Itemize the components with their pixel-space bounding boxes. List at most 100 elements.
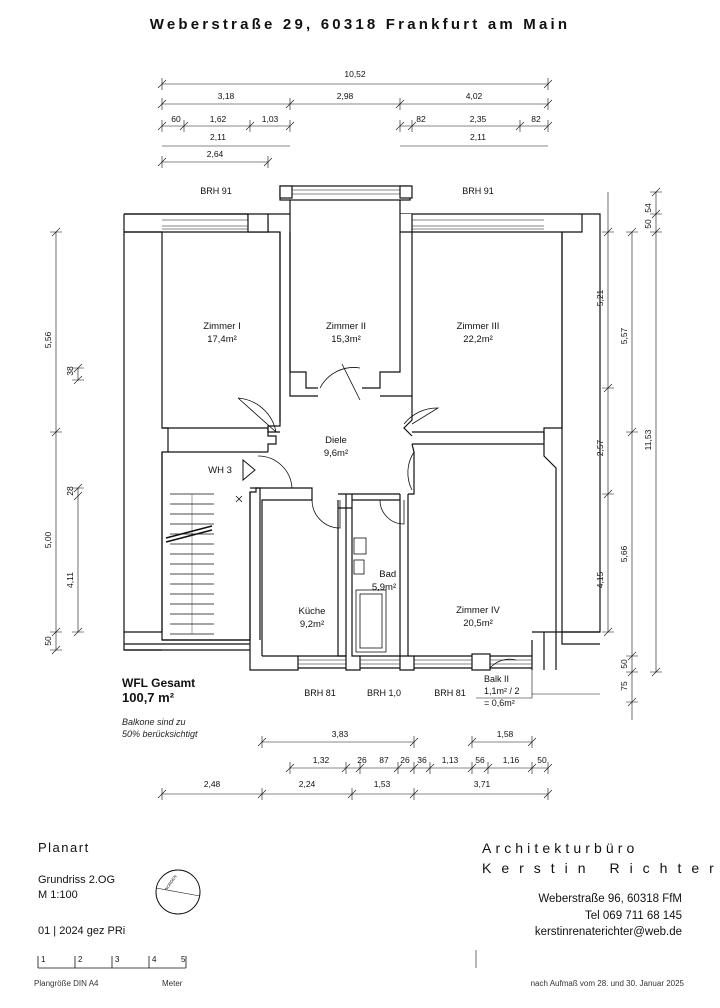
dim-left-d: 28 [65, 486, 75, 496]
top-wall-right [400, 213, 582, 233]
dim-left-f: 50 [43, 636, 53, 646]
room-zimmer2-name: Zimmer II [325, 321, 367, 332]
dim-right-a: 54 [643, 203, 653, 213]
dim-bottom-e: 87 [379, 755, 389, 765]
staircase [165, 493, 214, 635]
zimmer2-zimmer3-wall [362, 232, 413, 397]
dim-bottom-d: 26 [357, 755, 367, 765]
door-zimmer4 [407, 451, 415, 491]
legend-version: 01 | 2024 gez PRi [38, 925, 126, 937]
door-zimmer2 [319, 363, 361, 401]
brh-top-right: BRH 91 [462, 186, 494, 196]
wfl-note-line2: 50% berücksichtigt [122, 729, 198, 739]
office-line1: Architekturbüro [482, 840, 639, 856]
dim-bottom-i: 56 [475, 755, 485, 765]
room-bad: Bad 5,9m² [372, 568, 396, 594]
wfl-value: 100,7 m² [122, 690, 175, 705]
dim-bottom-c: 1,32 [312, 755, 330, 765]
room-kueche-area: 9,2m² [299, 619, 325, 630]
room-zimmer4-area: 20,5m² [463, 618, 493, 629]
dim-bottom-l: 2,48 [203, 779, 221, 789]
dim-top-e: 1,62 [209, 114, 227, 124]
dim-bottom-b: 1,58 [496, 729, 514, 739]
legend-geschoss: Grundriss 2.OG [38, 874, 116, 886]
windows [162, 189, 600, 699]
room-zimmer2-area: 15,3m² [331, 334, 361, 345]
room-diele-name: Diele [325, 435, 347, 446]
zimmer1-bottom-wall [162, 427, 268, 453]
dim-top-k: 2,11 [470, 132, 486, 142]
dim-left-a: 5,56 [43, 331, 53, 349]
room-bad-area: 5,9m² [371, 582, 397, 593]
scale-tick-5: 5 [181, 955, 186, 964]
door-wh3 [257, 455, 293, 489]
room-zimmer2: Zimmer II 15,3m² [326, 320, 366, 346]
window-zimmer2 [279, 185, 411, 201]
room-zimmer3-area: 22,2m² [463, 334, 493, 345]
dim-right-e: 11,53 [643, 429, 653, 451]
room-balkon-area2: = 0,6m² [484, 698, 515, 708]
kueche-walls [249, 487, 313, 671]
dim-right-c: 5,21 [595, 289, 605, 307]
room-zimmer1-area: 17,4m² [207, 334, 237, 345]
dim-top-f: 1,03 [261, 114, 279, 124]
wh3-symbol [242, 458, 256, 482]
page-title: Weberstraße 29, 60318 Frankfurt am Main [149, 16, 571, 33]
sink-icon [353, 537, 367, 555]
office-survey: nach Aufmaß vom 28. und 30. Januar 2025 [530, 979, 684, 988]
dim-bottom-h: 1,13 [441, 755, 459, 765]
dim-bottom-m: 2,24 [298, 779, 316, 789]
dim-bottom-k: 50 [537, 755, 547, 765]
scale-tick-2: 2 [78, 955, 83, 964]
room-zimmer4-name: Zimmer IV [456, 605, 500, 616]
brh-bottom-2: BRH 1,0 [366, 688, 402, 698]
dim-top-c: 4,02 [465, 91, 483, 101]
office-line2: Kerstin Richter [482, 860, 720, 876]
north-arrow-icon [155, 869, 201, 915]
zimmer3-bottom-wall [412, 431, 544, 445]
scale-bar [37, 956, 187, 969]
dim-top-b: 2,98 [336, 91, 354, 101]
dim-top-a: 3,18 [217, 91, 235, 101]
legend-meter: Meter [162, 979, 183, 988]
office-address: Weberstraße 96, 60318 FfM [538, 893, 682, 905]
dim-right-g: 5,66 [619, 545, 629, 563]
dim-bottom-f: 26 [400, 755, 410, 765]
dim-top-h: 2,35 [469, 114, 487, 124]
room-kueche-name: Küche [298, 606, 326, 617]
dim-bottom-o: 3,71 [473, 779, 491, 789]
legend-planart: Planart [38, 840, 90, 855]
legend-massstab: M 1:100 [38, 889, 78, 901]
dim-top-g: 82 [416, 114, 426, 124]
brh-top-left: BRH 91 [200, 186, 232, 196]
dim-top-i: 82 [531, 114, 541, 124]
scale-tick-3: 3 [115, 955, 120, 964]
room-zimmer4: Zimmer IV 20,5m² [456, 604, 500, 630]
bath-fixtures [353, 537, 387, 653]
room-balkon-name: Balk II [484, 674, 510, 684]
office-tel: Tel 069 711 68 145 [585, 910, 682, 922]
door-balkon [489, 658, 517, 669]
dim-right-b: 50 [643, 219, 653, 229]
wfl-label: WFL Gesamt [122, 676, 196, 690]
scale-tick-1: 1 [41, 955, 46, 964]
dim-left-e: 4,11 [65, 572, 75, 588]
dim-left-c: 5,00 [43, 531, 53, 549]
room-zimmer3: Zimmer III 22,2m² [457, 320, 500, 346]
room-wh3-name: WH 3 [208, 465, 232, 476]
walls [123, 185, 601, 671]
legend-plangroesse: Plangröße DIN A4 [34, 979, 99, 988]
toilet-icon [353, 559, 365, 575]
stair-wall [161, 452, 261, 641]
zimmer1-zimmer2-wall [268, 213, 318, 422]
wfl-note-line1: Balkone sind zu [122, 717, 186, 727]
doors [237, 363, 517, 669]
dim-top-d: 60 [171, 114, 181, 124]
room-balkon: Balk II 1,1m² / 2 = 0,6m² [484, 673, 520, 709]
brh-bottom-1: BRH 81 [304, 688, 336, 698]
room-diele: Diele 9,6m² [324, 434, 348, 460]
dim-bottom-a: 3,83 [331, 729, 349, 739]
dim-right-i: 50 [619, 659, 629, 669]
dim-right-j: 75 [619, 681, 629, 691]
